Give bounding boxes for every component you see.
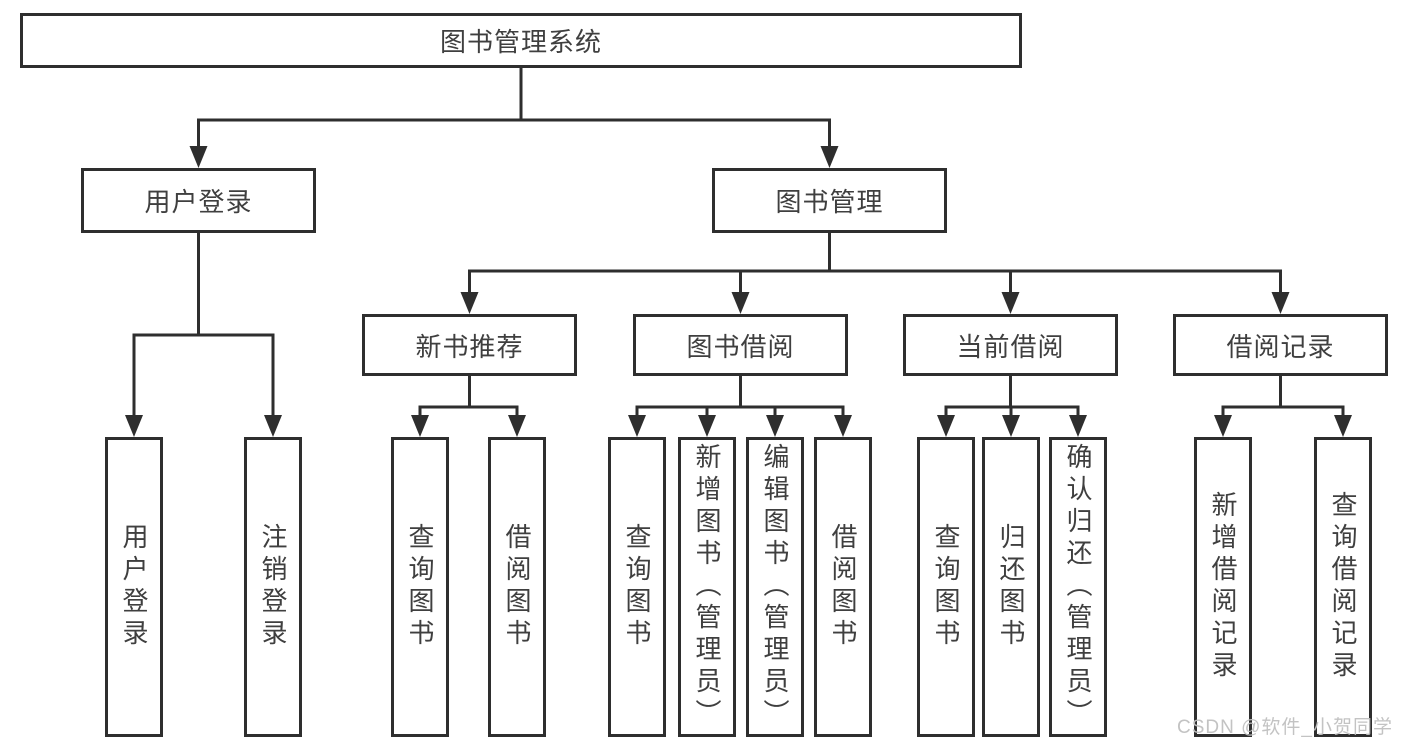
leaf-borrow-books-recommend: 借阅图书 — [488, 437, 546, 737]
leaf-return-book: 归还图书 — [982, 437, 1040, 737]
node-current-borrowing: 当前借阅 — [903, 314, 1118, 376]
node-book-management: 图书管理 — [712, 168, 947, 233]
leaf-add-borrow-record: 新增借阅记录 — [1194, 437, 1252, 737]
node-book-borrowing: 图书借阅 — [633, 314, 848, 376]
csdn-watermark: CSDN @软件_小贺同学 — [1177, 717, 1393, 738]
connector-current-borrowing-children — [937, 374, 1087, 437]
leaf-logout: 注销登录 — [244, 437, 302, 737]
leaf-query-books-recommend: 查询图书 — [391, 437, 449, 737]
leaf-confirm-return-admin: 确认归还（管理员） — [1049, 437, 1107, 737]
connector-user-login-children — [125, 231, 282, 437]
connector-book-borrowing-children — [628, 374, 852, 437]
leaf-query-books-current: 查询图书 — [917, 437, 975, 737]
leaf-user-login: 用户登录 — [105, 437, 163, 737]
connector-book-management-children — [460, 231, 1290, 314]
leaf-query-borrow-record: 查询借阅记录 — [1314, 437, 1372, 737]
connector-new-book-recommend-children — [411, 374, 526, 437]
connector-borrowing-records-children — [1214, 374, 1352, 437]
node-new-book-recommend: 新书推荐 — [362, 314, 577, 376]
node-borrowing-records: 借阅记录 — [1173, 314, 1388, 376]
leaf-add-book-admin: 新增图书（管理员） — [678, 437, 736, 737]
leaf-query-books-borrowing: 查询图书 — [608, 437, 666, 737]
leaf-edit-book-admin: 编辑图书（管理员） — [746, 437, 804, 737]
node-user-login: 用户登录 — [81, 168, 316, 233]
connector-root-to-level2 — [189, 66, 839, 168]
node-library-system: 图书管理系统 — [20, 13, 1022, 68]
leaf-borrow-books-borrowing: 借阅图书 — [814, 437, 872, 737]
